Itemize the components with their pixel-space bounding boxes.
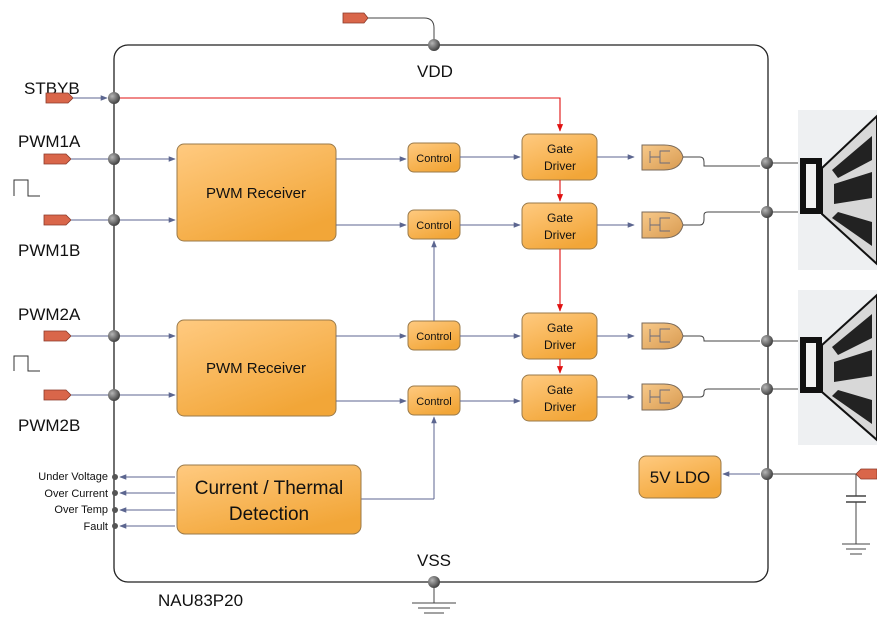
pwm-waveform-icon xyxy=(13,179,40,197)
output-node xyxy=(761,157,773,169)
control-1-label: Control xyxy=(416,153,451,165)
pwm2b-pin: PWM2B xyxy=(18,389,176,435)
pwm-receiver-1: PWM Receiver xyxy=(176,143,337,242)
gate-driver-1-line2: Driver xyxy=(544,159,576,173)
pwm-waveform-icon xyxy=(13,355,40,372)
output-stage-icon xyxy=(641,322,760,350)
control-3: Control xyxy=(407,320,461,351)
ldo-block: 5V LDO xyxy=(638,455,722,499)
stbyb-pin: STBYB xyxy=(24,79,564,132)
detection-line1: Current / Thermal xyxy=(195,478,344,499)
output-stage-icon xyxy=(641,144,760,171)
pwm1b-pin: PWM1B xyxy=(18,214,176,260)
part-number: NAU83P20 xyxy=(158,591,243,610)
ldo-output-pin xyxy=(773,468,877,555)
output-node xyxy=(761,335,773,347)
control-3-label: Control xyxy=(416,331,451,343)
gate-driver-3-line1: Gate xyxy=(547,321,573,335)
pwm1b-label: PWM1B xyxy=(18,241,80,260)
gate-driver-2-line1: Gate xyxy=(547,211,573,225)
gate-driver-2: Gate Driver xyxy=(521,202,598,250)
current-thermal-detection: Current / Thermal Detection xyxy=(176,464,362,535)
output-stage-icon xyxy=(641,383,760,411)
gate-driver-1-line1: Gate xyxy=(547,142,573,156)
gate-driver-1: Gate Driver xyxy=(521,133,598,181)
speaker-2-icon xyxy=(798,290,877,445)
control-2: Control xyxy=(407,209,461,240)
control-2-label: Control xyxy=(416,220,451,232)
ldo-node xyxy=(761,468,773,480)
ldo-label: 5V LDO xyxy=(650,468,710,487)
output-node xyxy=(761,206,773,218)
output-under-voltage: Under Voltage xyxy=(38,471,108,483)
pwm-receiver-2-label: PWM Receiver xyxy=(206,360,306,377)
gate-driver-4-line2: Driver xyxy=(544,400,576,414)
pwm-receiver-1-label: PWM Receiver xyxy=(206,185,306,202)
gate-driver-4: Gate Driver xyxy=(521,374,598,422)
detection-line2: Detection xyxy=(229,504,309,525)
vss-label: VSS xyxy=(417,551,451,570)
gate-driver-3-line2: Driver xyxy=(544,338,576,352)
speaker-1-icon xyxy=(798,110,877,270)
status-outputs: Under Voltage Over Current Over Temp Fau… xyxy=(38,471,175,533)
vdd-pin: VDD xyxy=(342,12,453,81)
pwm1a-pin: PWM1A xyxy=(18,132,176,165)
output-over-temp: Over Temp xyxy=(54,504,108,516)
output-fault: Fault xyxy=(84,521,108,533)
pwm-receiver-2: PWM Receiver xyxy=(176,319,337,417)
gate-driver-3: Gate Driver xyxy=(521,312,598,360)
pwm2a-pin: PWM2A xyxy=(18,305,176,342)
output-node xyxy=(761,383,773,395)
gate-driver-2-line2: Driver xyxy=(544,228,576,242)
control-4: Control xyxy=(407,385,461,416)
control-4-label: Control xyxy=(416,396,451,408)
output-stage-icon xyxy=(641,211,760,239)
pwm2a-label: PWM2A xyxy=(18,305,81,324)
output-over-current: Over Current xyxy=(44,488,108,500)
gate-driver-4-line1: Gate xyxy=(547,383,573,397)
chip-outline xyxy=(113,44,769,583)
control-1: Control xyxy=(407,142,461,173)
pwm2b-label: PWM2B xyxy=(18,416,80,435)
vss-pin: VSS xyxy=(412,551,456,614)
pwm1a-label: PWM1A xyxy=(18,132,81,151)
vdd-label: VDD xyxy=(417,62,453,81)
